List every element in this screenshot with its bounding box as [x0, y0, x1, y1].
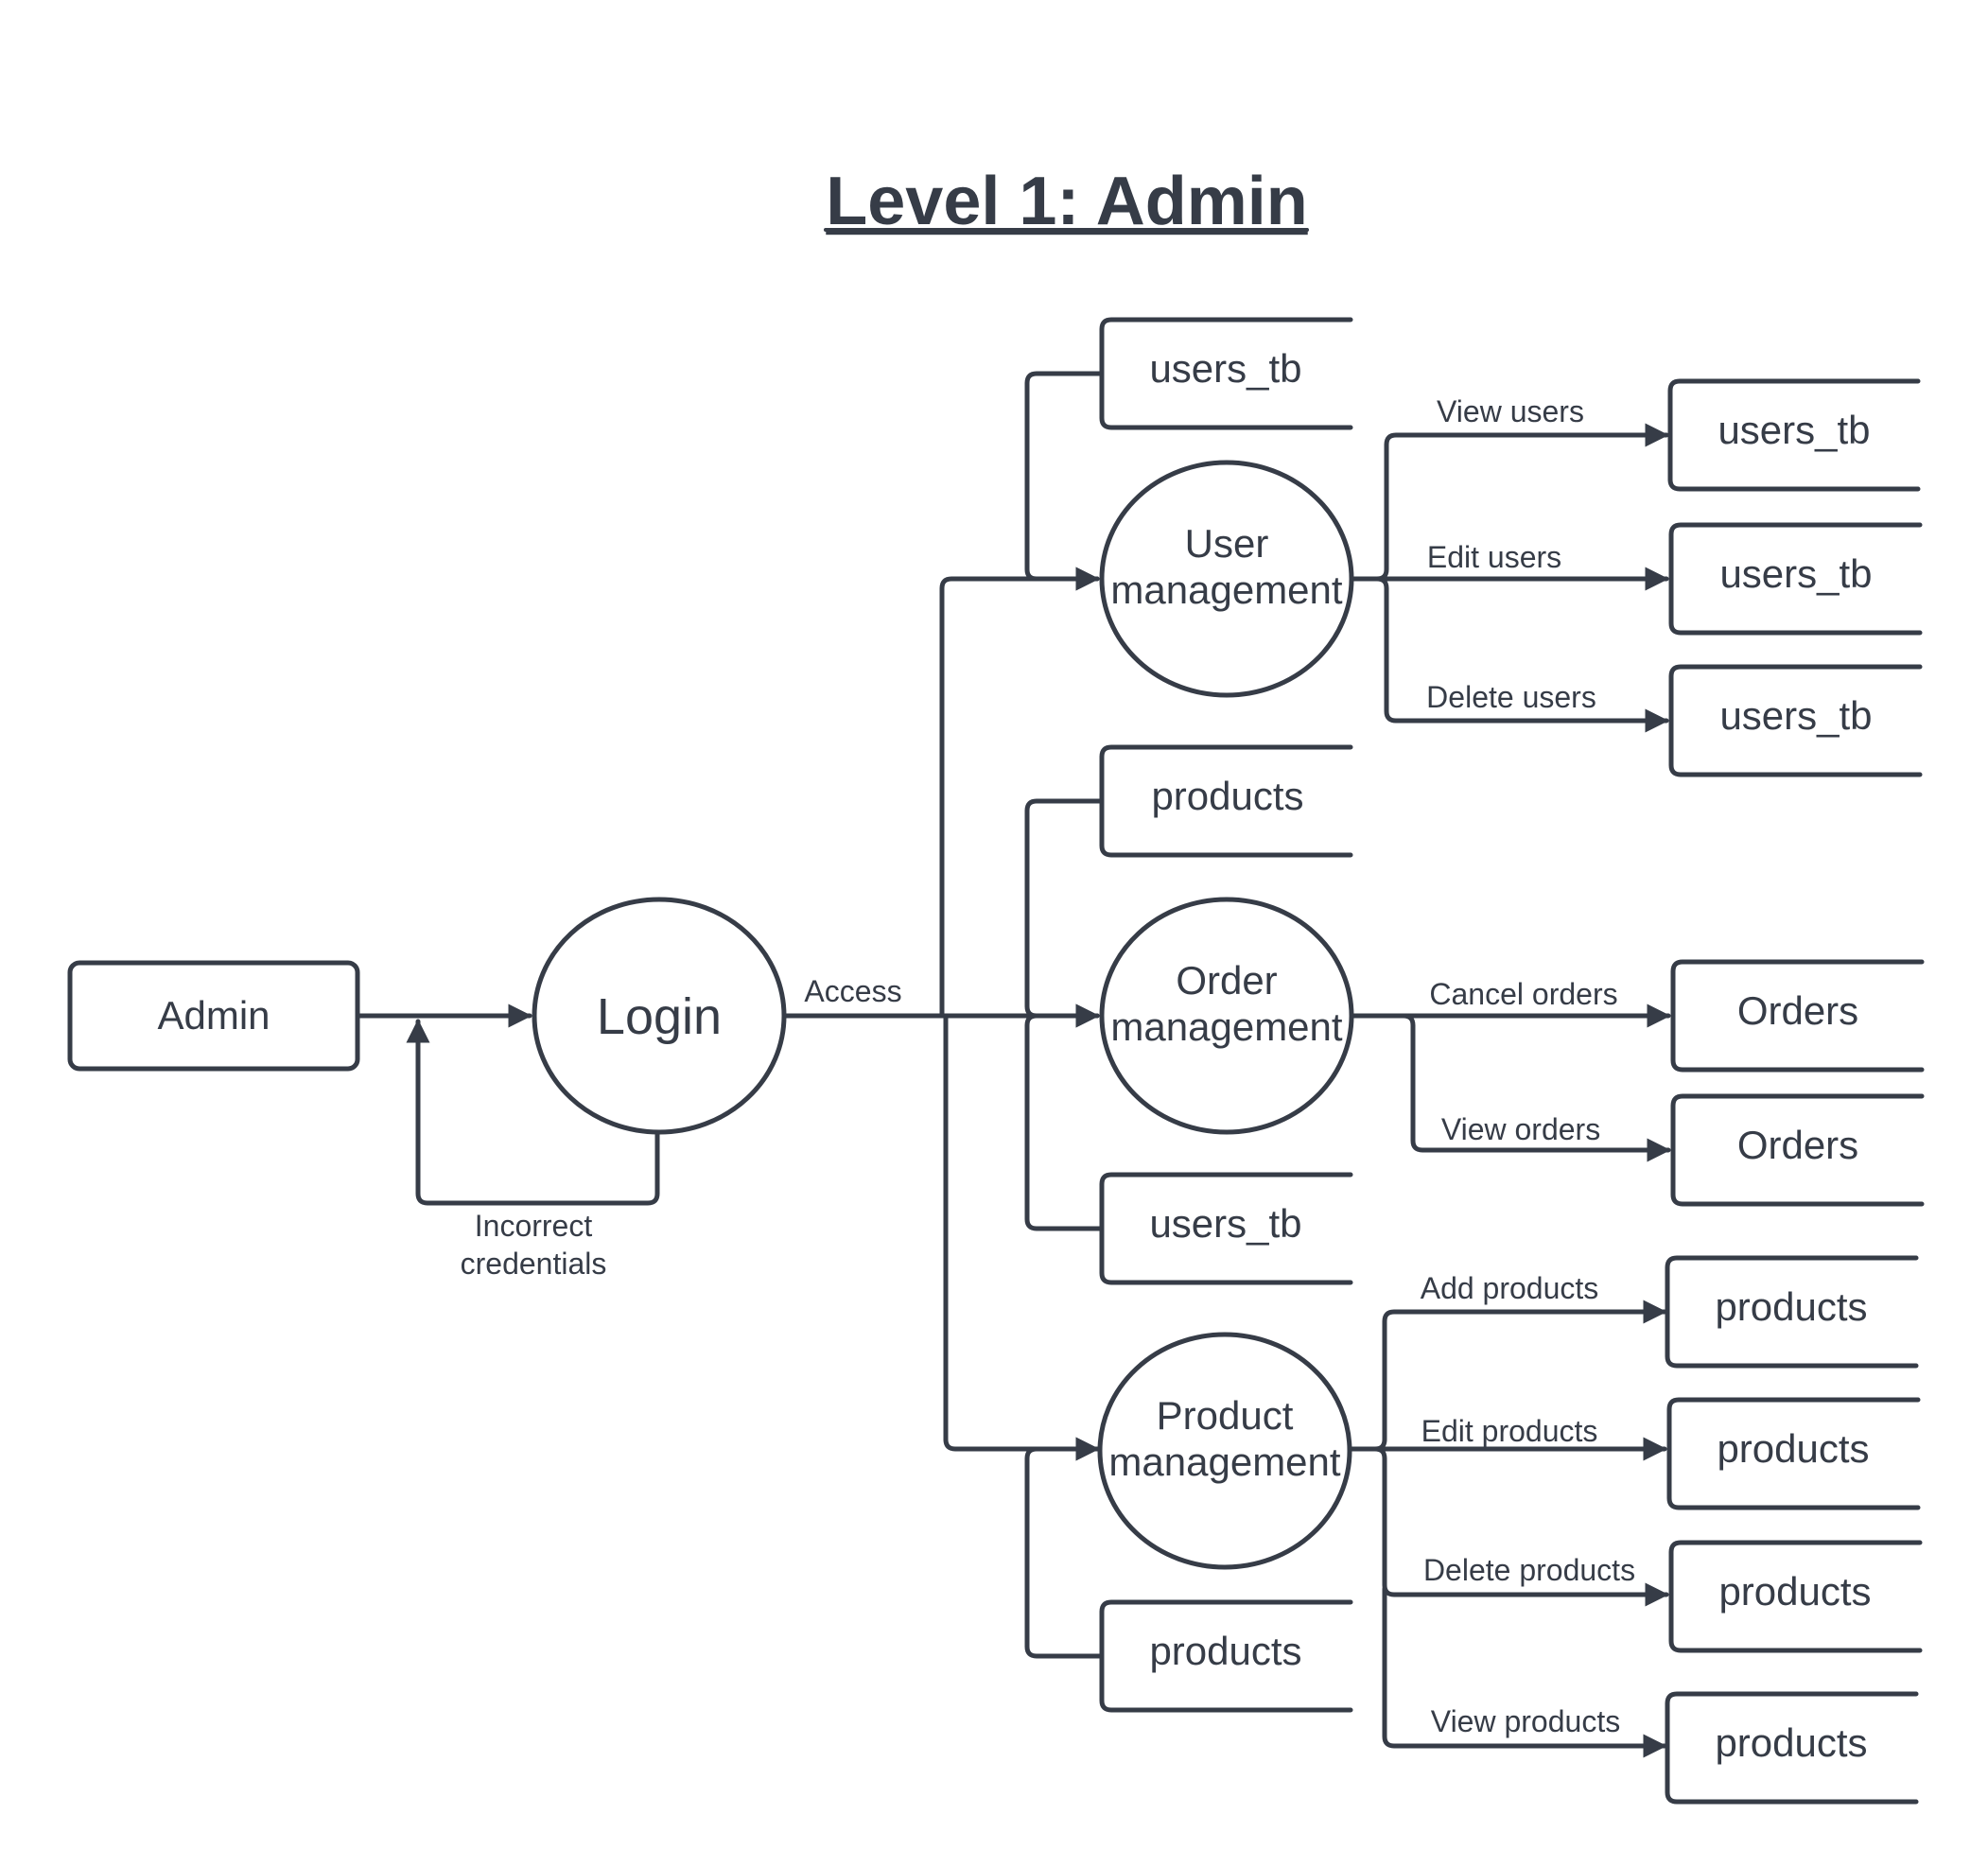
- process-product-management-line2: management: [1108, 1440, 1340, 1484]
- store-products-in: products: [1099, 744, 1353, 858]
- edge-products-store2-product-mgmt: [1024, 1437, 1103, 1659]
- store-label: users_tb: [1149, 346, 1301, 391]
- process-login: Login: [532, 897, 787, 1135]
- store-edit-products: products: [1666, 1397, 1921, 1510]
- store-label: products: [1715, 1284, 1867, 1329]
- edge-view-products: [1382, 1586, 1667, 1758]
- store-label: Orders: [1737, 1123, 1858, 1167]
- process-order-management-line2: management: [1110, 1004, 1342, 1049]
- store-cancel-orders: Orders: [1670, 959, 1925, 1073]
- process-product-management-line1: Product: [1157, 1393, 1294, 1438]
- edge-label-view-orders: View orders: [1441, 1112, 1600, 1146]
- edge-login-user-mgmt: [939, 567, 1100, 1019]
- process-order-management-line1: Order: [1176, 958, 1277, 1003]
- process-user-management: User management: [1099, 460, 1354, 698]
- store-label: Orders: [1737, 988, 1858, 1033]
- edge-label-view-users: View users: [1437, 394, 1584, 428]
- store-label: users_tb: [1719, 693, 1872, 738]
- entity-admin-label: Admin: [157, 993, 270, 1038]
- store-delete-users: users_tb: [1668, 664, 1923, 777]
- edge-label-incorrect-1: Incorrect: [475, 1209, 593, 1243]
- edge-label-access: Access: [804, 974, 901, 1008]
- store-label: users_tb: [1149, 1201, 1301, 1246]
- store-edit-users: users_tb: [1668, 522, 1923, 636]
- edge-label-add-products: Add products: [1421, 1271, 1599, 1305]
- edge-label-delete-users: Delete users: [1426, 680, 1596, 714]
- store-label: products: [1715, 1720, 1867, 1765]
- process-login-label: Login: [597, 988, 722, 1045]
- edge-label-cancel-orders: Cancel orders: [1429, 977, 1617, 1011]
- store-products-in-2: products: [1099, 1599, 1353, 1713]
- store-delete-products: products: [1668, 1540, 1923, 1653]
- store-label: products: [1717, 1426, 1869, 1471]
- store-view-products: products: [1665, 1691, 1919, 1805]
- edge-label-edit-users: Edit users: [1427, 540, 1561, 574]
- store-view-users: users_tb: [1667, 378, 1921, 492]
- edge-login-product-mgmt: [943, 1013, 1100, 1461]
- store-label: products: [1149, 1629, 1301, 1673]
- edge-users-store2-order-mgmt: [1024, 1003, 1103, 1231]
- store-label: users_tb: [1719, 551, 1872, 596]
- process-user-management-line2: management: [1110, 567, 1342, 612]
- edge-users-store-user-mgmt: [1024, 371, 1103, 591]
- store-label: products: [1151, 774, 1303, 818]
- store-users-in: users_tb: [1099, 317, 1353, 430]
- edge-products-store-order-mgmt: [1024, 798, 1103, 1028]
- edge-label-edit-products: Edit products: [1421, 1414, 1598, 1448]
- edge-label-view-products: View products: [1431, 1704, 1620, 1738]
- edge-delete-products: [1372, 1446, 1669, 1607]
- entity-admin: Admin: [67, 960, 360, 1072]
- edge-delete-users: [1374, 576, 1669, 733]
- store-users-in-2: users_tb: [1099, 1172, 1353, 1285]
- edge-label-delete-products: Delete products: [1423, 1553, 1635, 1587]
- store-label: products: [1718, 1569, 1871, 1614]
- process-product-management: Product management: [1097, 1332, 1352, 1570]
- store-view-orders: Orders: [1670, 1093, 1925, 1207]
- store-add-products: products: [1665, 1255, 1919, 1369]
- process-order-management: Order management: [1099, 897, 1354, 1135]
- edge-view-orders: [1401, 1013, 1671, 1162]
- edge-incorrect-credentials: [406, 1019, 660, 1206]
- edge-label-incorrect-2: credentials: [461, 1247, 607, 1281]
- store-label: users_tb: [1718, 408, 1870, 452]
- process-user-management-line1: User: [1185, 521, 1269, 566]
- diagram-title: Level 1: Admin: [826, 164, 1307, 239]
